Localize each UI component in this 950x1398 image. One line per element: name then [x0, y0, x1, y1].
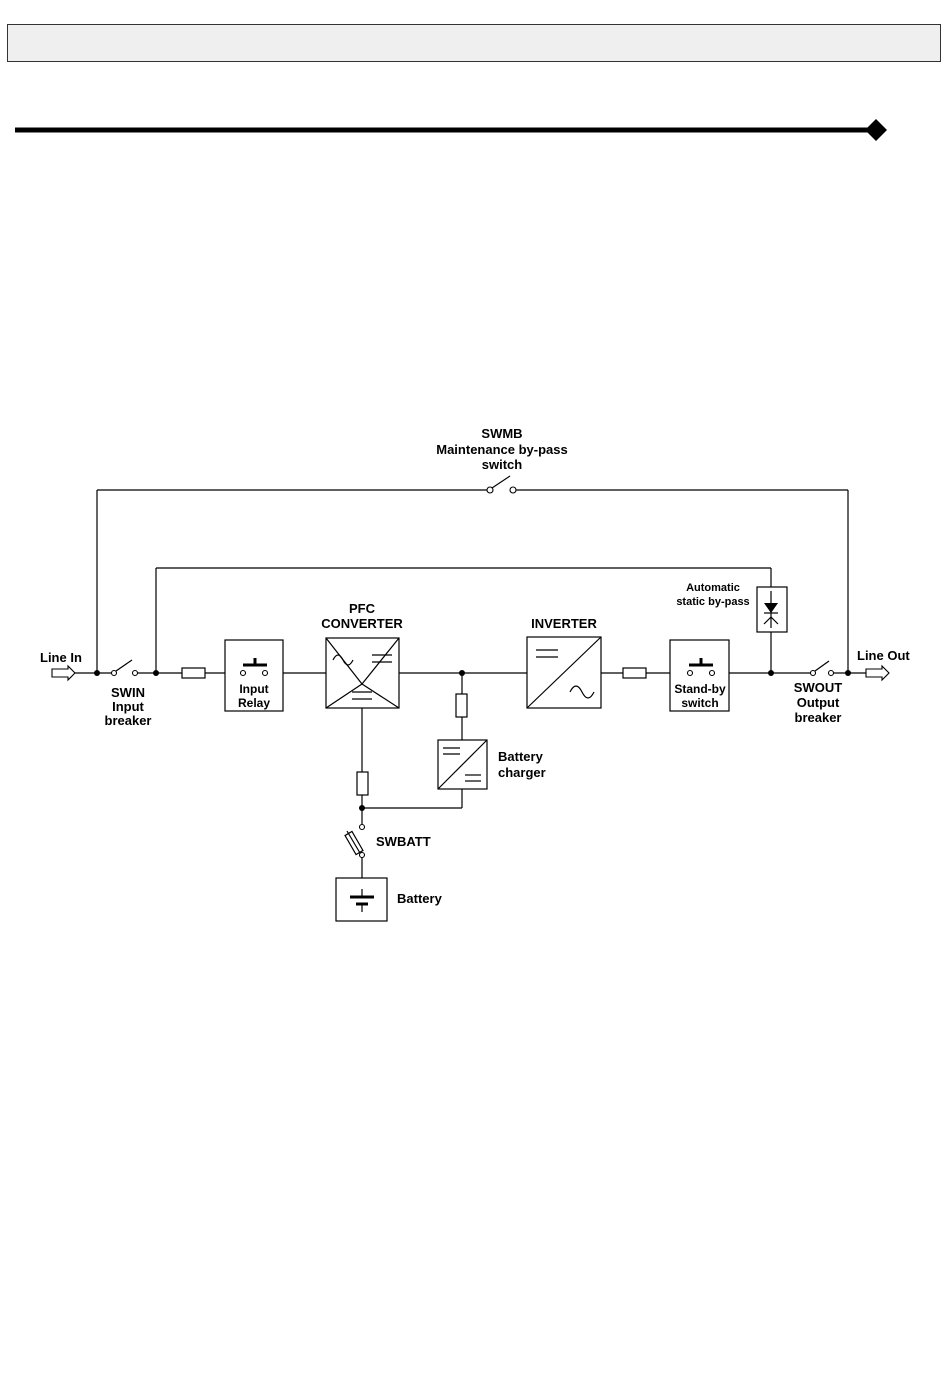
swin-label-line2: breaker: [105, 713, 152, 728]
battery-block: [336, 878, 387, 921]
fuse-icon: [182, 668, 205, 678]
bypass-label-line1: Automatic: [686, 582, 740, 594]
swout-label-line1: Output: [797, 695, 840, 710]
swbatt-fused-switch-icon: [345, 825, 364, 858]
input-relay-label-line1: Input: [239, 682, 268, 696]
battery-label: Battery: [397, 891, 443, 906]
inverter-block: [527, 637, 601, 708]
line-in-arrow-icon: [52, 666, 75, 680]
swout-switch-icon: [811, 661, 834, 676]
standby-label-line1: Stand-by: [674, 682, 726, 696]
swmb-switch-icon: [487, 476, 516, 493]
inverter-label: INVERTER: [531, 616, 597, 631]
swbatt-label: SWBATT: [376, 834, 431, 849]
swmb-label-line2: switch: [482, 457, 523, 472]
line-out-label: Line Out: [857, 648, 910, 663]
input-relay-block: Input Relay: [225, 640, 283, 711]
battery-charger-block: [438, 740, 487, 789]
standby-switch-block: Stand-by switch: [670, 640, 729, 711]
swin-label-line1: Input: [112, 699, 144, 714]
wiring: [75, 490, 866, 878]
standby-label-line2: switch: [681, 696, 718, 710]
swmb-title: SWMB: [481, 426, 522, 441]
pfc-converter-block: [326, 638, 399, 708]
swin-title: SWIN: [111, 685, 145, 700]
line-in-label: Line In: [40, 650, 82, 665]
fuse-icon: [456, 694, 467, 717]
pfc-label-line2: CONVERTER: [321, 616, 403, 631]
pfc-label-line1: PFC: [349, 601, 376, 616]
swin-switch-icon: [112, 660, 138, 676]
swout-label-line2: breaker: [795, 710, 842, 725]
line-out-arrow-icon: [866, 666, 889, 680]
input-relay-label-line2: Relay: [238, 696, 270, 710]
static-bypass-block: [757, 587, 787, 632]
swmb-label-line1: Maintenance by-pass: [436, 442, 568, 457]
fuse-icon: [357, 772, 368, 795]
swout-title: SWOUT: [794, 680, 842, 695]
fuse-icon: [623, 668, 646, 678]
bypass-label-line2: static by-pass: [676, 596, 749, 608]
charger-label-line1: Battery: [498, 749, 544, 764]
charger-label-line2: charger: [498, 765, 546, 780]
